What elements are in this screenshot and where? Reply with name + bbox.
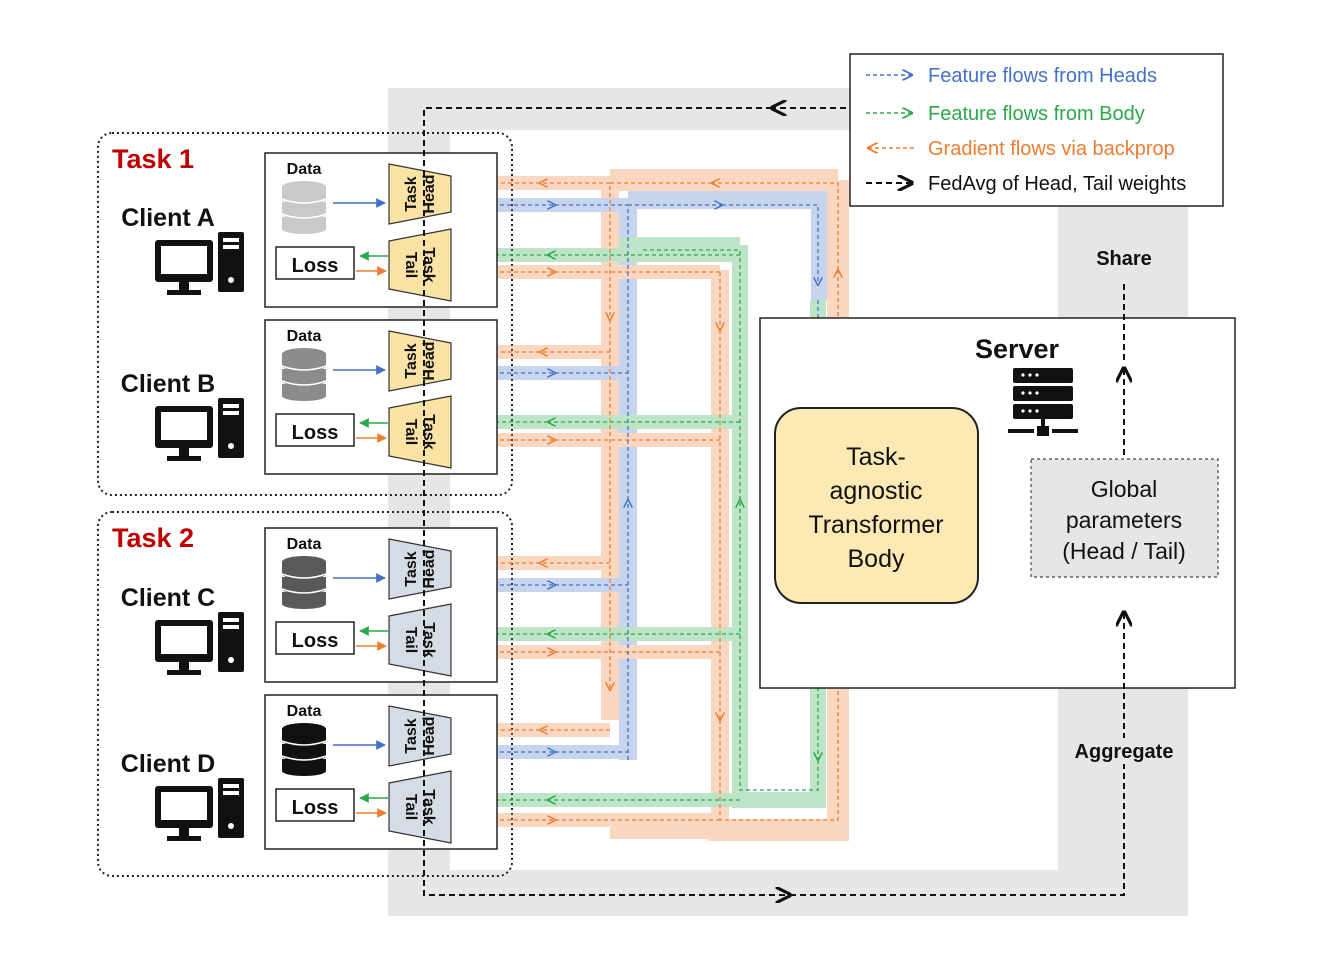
loss-label: Loss <box>292 797 339 819</box>
loss-box <box>275 413 355 447</box>
task-tail-block <box>388 603 452 677</box>
svg-text:FedAvg of Head, Tail weights: FedAvg of Head, Tail weights <box>928 173 1186 195</box>
client-name: Client C <box>121 584 215 612</box>
data-label: Data <box>287 536 322 553</box>
task-tail-label: TaskTail <box>402 414 437 449</box>
database-icon <box>281 348 327 401</box>
transformer-body: Task- agnostic Transformer Body <box>774 407 979 604</box>
task-head-label: TaskHead <box>403 716 438 755</box>
legend-item-body: Feature flows from Body <box>866 103 1145 125</box>
legend: Feature flows from Heads Feature flows f… <box>849 53 1224 207</box>
client-name: Client B <box>121 370 215 398</box>
svg-text:Gradient flows via backprop: Gradient flows via backprop <box>928 138 1175 160</box>
task-head-block <box>388 538 452 600</box>
global-line-1: Global <box>1091 476 1157 502</box>
svg-text:Feature flows from Body: Feature flows from Body <box>928 103 1145 125</box>
task-head-label: TaskHead <box>403 341 438 380</box>
computer-icon <box>155 778 244 841</box>
task-tail-label: TaskTail <box>402 622 437 657</box>
task-tail-block <box>388 770 452 844</box>
task-tail-label: TaskTail <box>402 789 437 824</box>
computer-icon <box>155 232 244 295</box>
database-icon <box>281 556 327 609</box>
global-parameters: Global parameters (Head / Tail) <box>1030 458 1219 578</box>
global-line-2: parameters <box>1066 507 1182 533</box>
body-line-3: Transformer <box>808 511 943 539</box>
task-tail-block <box>388 395 452 469</box>
database-icon <box>281 723 327 776</box>
legend-item-fedavg: FedAvg of Head, Tail weights <box>866 173 1186 195</box>
client-name: Client A <box>121 204 215 232</box>
client-name: Client D <box>121 750 215 778</box>
loss-label: Loss <box>292 630 339 652</box>
database-icon <box>281 181 327 234</box>
body-line-2: agnostic <box>829 477 922 505</box>
computer-icon <box>155 398 244 461</box>
task-head-block <box>388 705 452 767</box>
aggregate-label: Aggregate <box>1075 741 1174 763</box>
task2-group <box>97 511 513 877</box>
global-line-3: (Head / Tail) <box>1062 538 1186 564</box>
legend-item-gradient: Gradient flows via backprop <box>868 138 1175 160</box>
computer-icon <box>155 612 244 675</box>
data-label: Data <box>287 703 322 720</box>
server-title: Server <box>975 334 1060 364</box>
task1-label: Task 1 <box>112 144 194 174</box>
data-label: Data <box>287 161 322 178</box>
share-label: Share <box>1096 248 1152 270</box>
task1-group <box>97 132 513 496</box>
loss-box <box>275 246 355 280</box>
body-line-4: Body <box>848 545 905 573</box>
body-line-1: Task- <box>846 443 906 471</box>
task2-label: Task 2 <box>112 523 194 553</box>
data-label: Data <box>287 328 322 345</box>
task-head-label: TaskHead <box>403 174 438 213</box>
task-tail-label: TaskTail <box>402 247 437 282</box>
server-icon <box>1008 368 1078 436</box>
loss-box <box>275 788 355 822</box>
task-head-label: TaskHead <box>403 549 438 588</box>
task-head-block <box>388 163 452 225</box>
task-head-block <box>388 330 452 392</box>
legend-item-heads: Feature flows from Heads <box>866 65 1157 87</box>
loss-label: Loss <box>292 422 339 444</box>
loss-box <box>275 621 355 655</box>
loss-label: Loss <box>292 255 339 277</box>
svg-text:Feature flows from Heads: Feature flows from Heads <box>928 65 1157 87</box>
task-tail-block <box>388 228 452 302</box>
